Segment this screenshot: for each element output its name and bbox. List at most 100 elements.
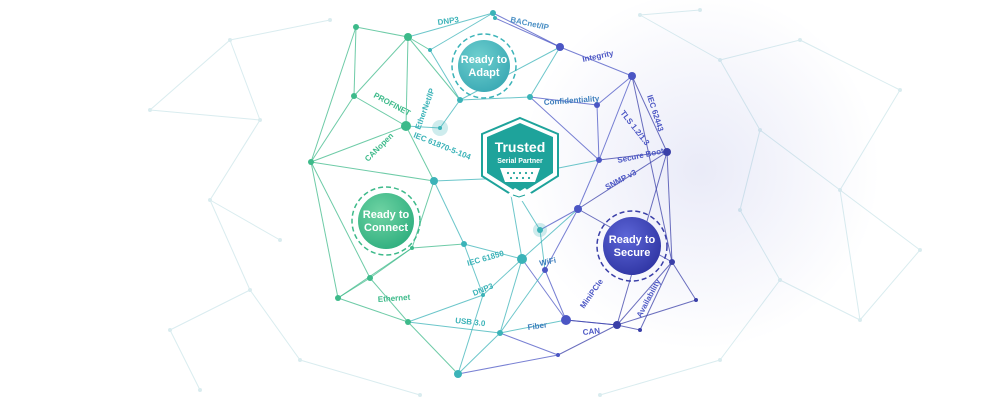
network-node <box>561 315 571 325</box>
network-edge <box>411 243 465 249</box>
network-edge <box>429 12 494 51</box>
network-node <box>367 275 373 281</box>
network-edge <box>407 321 501 334</box>
background-node <box>858 318 862 322</box>
network-edge <box>521 208 579 260</box>
background-node <box>208 198 212 202</box>
network-node <box>669 259 675 265</box>
network-node <box>335 295 341 301</box>
badge-secure-circle <box>603 217 661 275</box>
network-edge <box>337 277 371 299</box>
background-node <box>278 238 282 242</box>
network-edge <box>529 46 561 98</box>
network-edge <box>405 36 409 127</box>
network-node <box>481 293 485 297</box>
network-edge <box>310 26 357 163</box>
network-node-halo <box>533 223 547 237</box>
background-node <box>168 328 172 332</box>
network-edge <box>429 49 461 101</box>
network-edge <box>433 180 465 245</box>
network-edge <box>405 125 435 182</box>
background-edge <box>209 119 261 201</box>
network-edge <box>405 125 441 129</box>
network-node <box>594 102 600 108</box>
network-edge <box>539 229 546 271</box>
background-edge <box>149 39 231 111</box>
badge-connect-line2: Connect <box>364 222 408 234</box>
network-edge <box>557 324 618 356</box>
network-edge <box>463 243 484 296</box>
network-node <box>461 241 467 247</box>
network-edge <box>577 151 668 210</box>
network-node <box>613 321 621 329</box>
background-node <box>918 248 922 252</box>
network-edge <box>310 161 435 182</box>
background-node <box>718 358 722 362</box>
network-edge <box>544 269 567 321</box>
network-edge <box>529 96 598 106</box>
network-node <box>497 330 503 336</box>
network-node <box>351 93 357 99</box>
network-edge <box>457 332 501 375</box>
network-edge <box>639 261 673 331</box>
background-edge <box>209 199 281 241</box>
badge-ready-to-adapt: Ready to Adapt <box>451 33 517 99</box>
network-node <box>410 246 414 250</box>
network-edge <box>353 36 409 97</box>
network-edge <box>353 26 357 97</box>
network-edge <box>631 75 668 153</box>
network-edge <box>459 46 561 101</box>
network-edge <box>565 319 618 326</box>
network-edge <box>616 299 697 326</box>
label-ethernet: Ethernet <box>378 293 411 304</box>
network-edge <box>463 243 523 260</box>
network-edge <box>499 258 523 334</box>
network-edge <box>439 99 461 129</box>
badge-secure-ring <box>596 210 668 282</box>
badge-adapt-line1: Ready to <box>461 54 508 66</box>
network-node <box>353 24 359 30</box>
network-edge <box>499 269 546 334</box>
network-edge <box>596 104 600 161</box>
network-edge <box>353 95 407 127</box>
network-edge <box>499 319 567 334</box>
network-node <box>556 43 564 51</box>
label-confidentiality: Confidentiality <box>544 94 601 107</box>
network-edge <box>369 277 409 323</box>
label-fiber: Fiber <box>527 320 548 332</box>
background-edge <box>229 19 331 41</box>
background-edge <box>599 359 721 396</box>
label-iec61850: IEC 61850 <box>466 249 505 268</box>
network-node <box>556 353 560 357</box>
network-edge <box>310 161 339 299</box>
network-edge <box>310 95 355 163</box>
background-node <box>328 18 332 22</box>
network-node <box>638 328 642 332</box>
background-node <box>298 358 302 362</box>
badge-connect-ring <box>351 186 421 256</box>
network-node <box>438 126 442 130</box>
network-edge <box>544 208 579 271</box>
network-edge <box>482 258 523 296</box>
background-edge <box>169 289 251 331</box>
network-edge <box>529 96 600 161</box>
badge-adapt-line2: Adapt <box>468 67 500 79</box>
network-node <box>401 121 411 131</box>
network-node-halo <box>432 120 448 136</box>
background-edge <box>859 249 921 321</box>
network-edge <box>369 247 413 279</box>
badge-adapt-circle <box>458 40 510 92</box>
network-edge <box>457 294 484 375</box>
network-edge <box>577 159 600 210</box>
network-node <box>454 370 462 378</box>
label-can: CAN <box>582 326 600 337</box>
center-subtitle: Serial Partner <box>497 158 543 165</box>
background-node <box>248 288 252 292</box>
network-edge <box>407 36 431 51</box>
handshake-icon <box>508 188 532 201</box>
network-edge <box>407 294 484 323</box>
network-node <box>694 298 698 302</box>
center-badge: Trusted Serial Partner <box>481 116 559 202</box>
network-edge <box>598 151 668 161</box>
